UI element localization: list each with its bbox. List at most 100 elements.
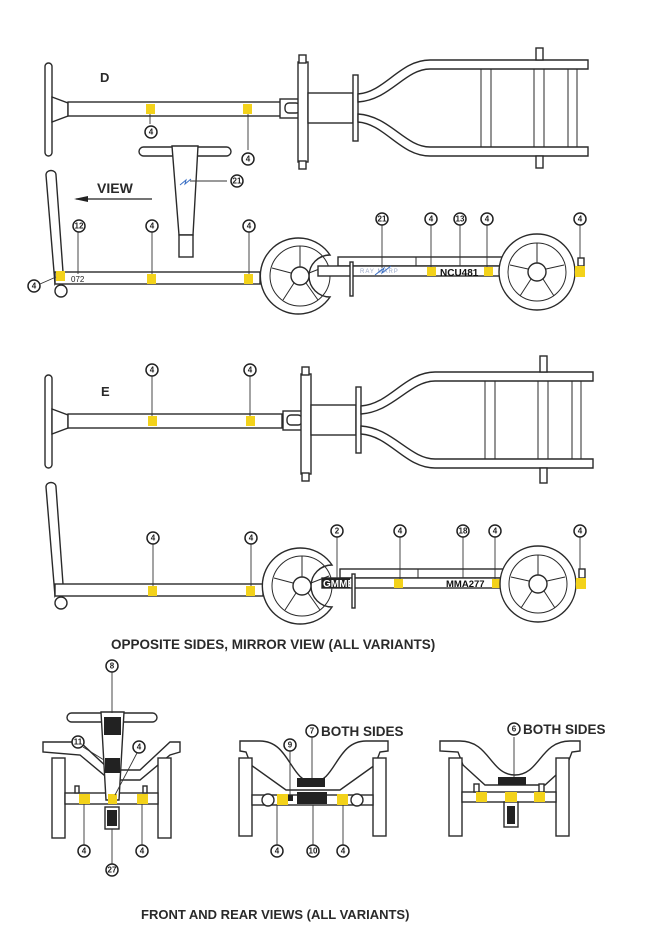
- turntable-neck: [307, 92, 354, 124]
- rear-wheel-right: [555, 757, 570, 837]
- label-plate: [297, 778, 325, 787]
- svg-text:4: 4: [151, 534, 156, 543]
- svg-text:4: 4: [275, 847, 280, 856]
- svg-text:4: 4: [249, 534, 254, 543]
- svg-text:12: 12: [75, 222, 84, 231]
- turntable-neck: [310, 404, 357, 436]
- svg-text:6: 6: [512, 725, 517, 734]
- rear-axle-stub: [539, 355, 548, 373]
- rear-axle-stub: [535, 155, 544, 169]
- callout-4: 4: [243, 363, 257, 377]
- chassis-upper: [339, 568, 511, 579]
- label-plate: [105, 758, 120, 773]
- tow-hitch: [578, 568, 586, 579]
- handle-neck: [51, 95, 69, 124]
- svg-text:4: 4: [149, 128, 154, 137]
- svg-text:4: 4: [493, 527, 498, 536]
- marker: [337, 794, 348, 805]
- label-plate: [104, 717, 121, 735]
- front-axle: [297, 61, 309, 163]
- svg-text:8: 8: [110, 662, 115, 671]
- turntable-post: [351, 573, 356, 609]
- axle-stub: [301, 472, 310, 482]
- svg-text:7: 7: [310, 727, 315, 736]
- svg-text:2: 2: [335, 527, 340, 536]
- label-plate: [297, 792, 327, 804]
- callout-4: 4: [135, 844, 149, 858]
- callout-4: 4: [393, 524, 407, 538]
- marker: [277, 794, 288, 805]
- handle-side: [45, 169, 64, 287]
- section-e-side-view: 4 4 GMMB MMA277 2 4 18: [45, 481, 587, 625]
- frame-rail-upper: [360, 371, 594, 415]
- section-d-label: D: [100, 70, 109, 85]
- callout-21: 21: [375, 212, 389, 226]
- callout-4: 4: [488, 524, 502, 538]
- caption-front-rear-views: FRONT AND REAR VIEWS (ALL VARIANTS): [141, 907, 409, 922]
- front-plate: [322, 578, 350, 588]
- t-bar-end: [178, 234, 194, 258]
- t-bar-drawbar: 21: [138, 145, 244, 258]
- drawbar-side: [54, 583, 264, 597]
- axle-stub: [298, 54, 307, 64]
- callout-4: 4: [146, 531, 160, 545]
- svg-text:18: 18: [459, 527, 468, 536]
- turntable-plate: [355, 386, 362, 454]
- svg-text:4: 4: [82, 847, 87, 856]
- turntable-plate: [352, 74, 359, 142]
- front-wheel-right: [157, 757, 172, 839]
- callout-4: 4: [424, 212, 438, 226]
- bar-number: 072: [71, 275, 85, 284]
- svg-text:21: 21: [378, 215, 387, 224]
- marker: [534, 792, 545, 802]
- rear-wheel-left: [238, 757, 253, 837]
- svg-text:4: 4: [248, 366, 253, 375]
- drawbar-side: [54, 271, 261, 285]
- callout-4: 4: [244, 531, 258, 545]
- frame-rail-upper: [357, 59, 589, 103]
- marker: [575, 266, 585, 277]
- callout-18: 18: [456, 524, 470, 538]
- front-view: 8 11 4 4 4 27: [42, 659, 181, 877]
- coupling-pin: [286, 414, 303, 426]
- callout-2: 2: [330, 524, 344, 538]
- rear-axle-stub: [535, 47, 544, 61]
- callout-7: 7: [305, 724, 319, 738]
- callout-6: 6: [507, 722, 521, 736]
- marker: [148, 586, 157, 596]
- rear-view-1: 7 BOTH SIDES 9 4 10 4: [238, 724, 404, 858]
- section-e-top-view: E 4 4: [44, 355, 594, 484]
- arrow-left-icon: [74, 196, 88, 202]
- callout-4: 4: [573, 212, 587, 226]
- marker: [246, 416, 255, 426]
- marker: [137, 794, 148, 804]
- both-sides-label: BOTH SIDES: [523, 722, 606, 737]
- callout-4: 4: [480, 212, 494, 226]
- svg-text:4: 4: [398, 527, 403, 536]
- marker: [244, 274, 253, 284]
- marker: [79, 794, 90, 804]
- svg-text:4: 4: [429, 215, 434, 224]
- section-d-top-view: D 4 4: [44, 47, 589, 170]
- section-e-label: E: [101, 384, 110, 399]
- axle-stub: [301, 366, 310, 376]
- callout-10: 10: [306, 844, 320, 858]
- front-plate-text: GMMB: [323, 579, 355, 590]
- marker: [576, 578, 586, 589]
- front-wheel-left: [51, 757, 66, 839]
- marker: [492, 579, 501, 588]
- callout-4: 4: [242, 219, 256, 233]
- handle-neck: [51, 407, 69, 436]
- logo-mark: [179, 178, 192, 186]
- callout-4: 4: [241, 152, 255, 166]
- callout-4: 4: [27, 279, 41, 293]
- svg-text:21: 21: [233, 177, 242, 186]
- frame-rail-lower: [357, 113, 589, 157]
- both-sides-label: BOTH SIDES: [321, 724, 404, 739]
- marker: [148, 416, 157, 426]
- section-d-side-view: VIEW 072 12 4 4 4 RAY MARP: [27, 169, 587, 315]
- handle-grip: [44, 62, 53, 157]
- svg-text:11: 11: [74, 738, 83, 747]
- callout-4: 4: [573, 524, 587, 538]
- marker: [427, 267, 436, 276]
